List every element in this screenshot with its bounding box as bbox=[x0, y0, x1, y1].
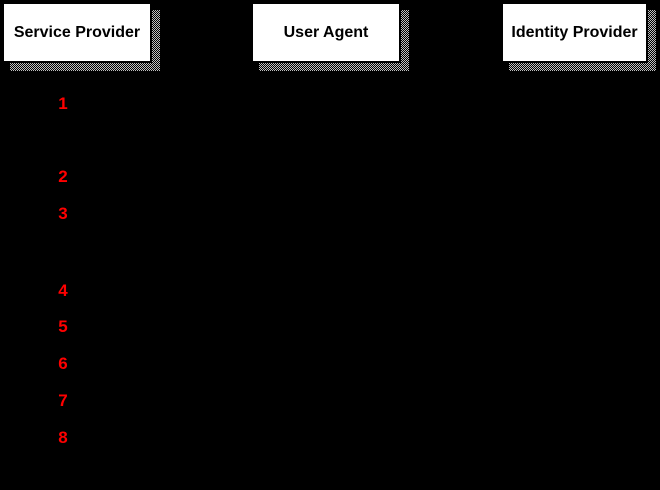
step-number-6: 6 bbox=[58, 354, 68, 373]
step-number-8: 8 bbox=[58, 428, 68, 447]
step-number-4: 4 bbox=[58, 281, 68, 300]
step-number-5: 5 bbox=[58, 317, 68, 336]
step-number-7: 7 bbox=[58, 391, 68, 410]
actor-label-user-agent: User Agent bbox=[283, 23, 369, 41]
actor-label-identity-provider: Identity Provider bbox=[511, 23, 638, 41]
actor-box-identity-provider: Identity Provider bbox=[501, 2, 648, 63]
actor-box-user-agent: User Agent bbox=[251, 2, 401, 63]
step-number-1: 1 bbox=[58, 94, 68, 113]
step-number-2: 2 bbox=[58, 167, 68, 186]
step-number-3: 3 bbox=[58, 204, 68, 223]
actor-box-service-provider: Service Provider bbox=[2, 2, 152, 63]
actor-label-service-provider: Service Provider bbox=[13, 23, 141, 41]
